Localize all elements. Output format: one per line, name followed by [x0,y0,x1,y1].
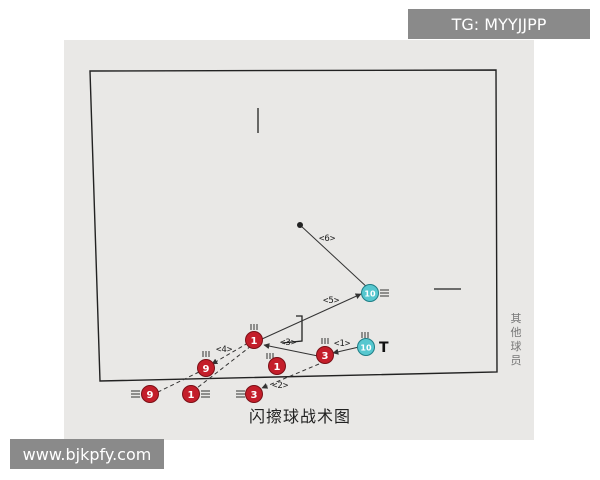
player-red-3-mid: 3 [316,338,334,364]
route-6-endpoint [297,222,303,228]
route-label-2: <2> [272,381,289,391]
screen-bracket [281,315,303,344]
player-number: 3 [251,390,258,401]
player-red-1-mid: 1 [266,353,286,375]
player-red-9-bottom: 9 [131,385,159,403]
player-number: 10 [360,344,372,353]
player-red-1-top: 1 [245,324,263,349]
target-mark: T [379,340,389,356]
player-number: 10 [364,290,376,299]
route-label-3: <3> [280,338,297,348]
diagram-caption: 闪擦球战术图 [248,407,351,426]
player-red-1-bottom: 1 [182,385,210,403]
route-dash-b [196,345,252,389]
route-line-2 [261,363,320,389]
player-blue-10-upper: 10 [361,284,389,302]
route-line-5 [261,293,362,340]
route-dash-a [157,371,200,393]
player-number: 1 [188,390,195,401]
player-number: 1 [274,362,281,373]
player-number: 9 [203,364,210,375]
route-label-5: <5> [323,296,340,306]
route-label-4: <4> [216,345,233,355]
route-label-1: <1> [334,339,351,349]
watermark-telegram: TG: MYYJJPP [408,9,590,39]
player-number: 9 [147,390,154,401]
route-label-6: <6> [319,234,336,244]
player-number: 3 [322,351,329,362]
court-boundary [89,69,498,382]
route-line-6 [299,224,370,290]
player-red-3-bottom: 3 [236,385,263,403]
watermark-website: www.bjkpfy.com [10,439,164,469]
route-line-1 [332,346,360,355]
player-number: 1 [251,336,258,347]
side-note: 其他球员 [510,312,522,367]
player-blue-10-right: 10 T [357,332,389,356]
route-line-3 [263,343,319,357]
player-red-9-mid: 9 [197,351,215,377]
